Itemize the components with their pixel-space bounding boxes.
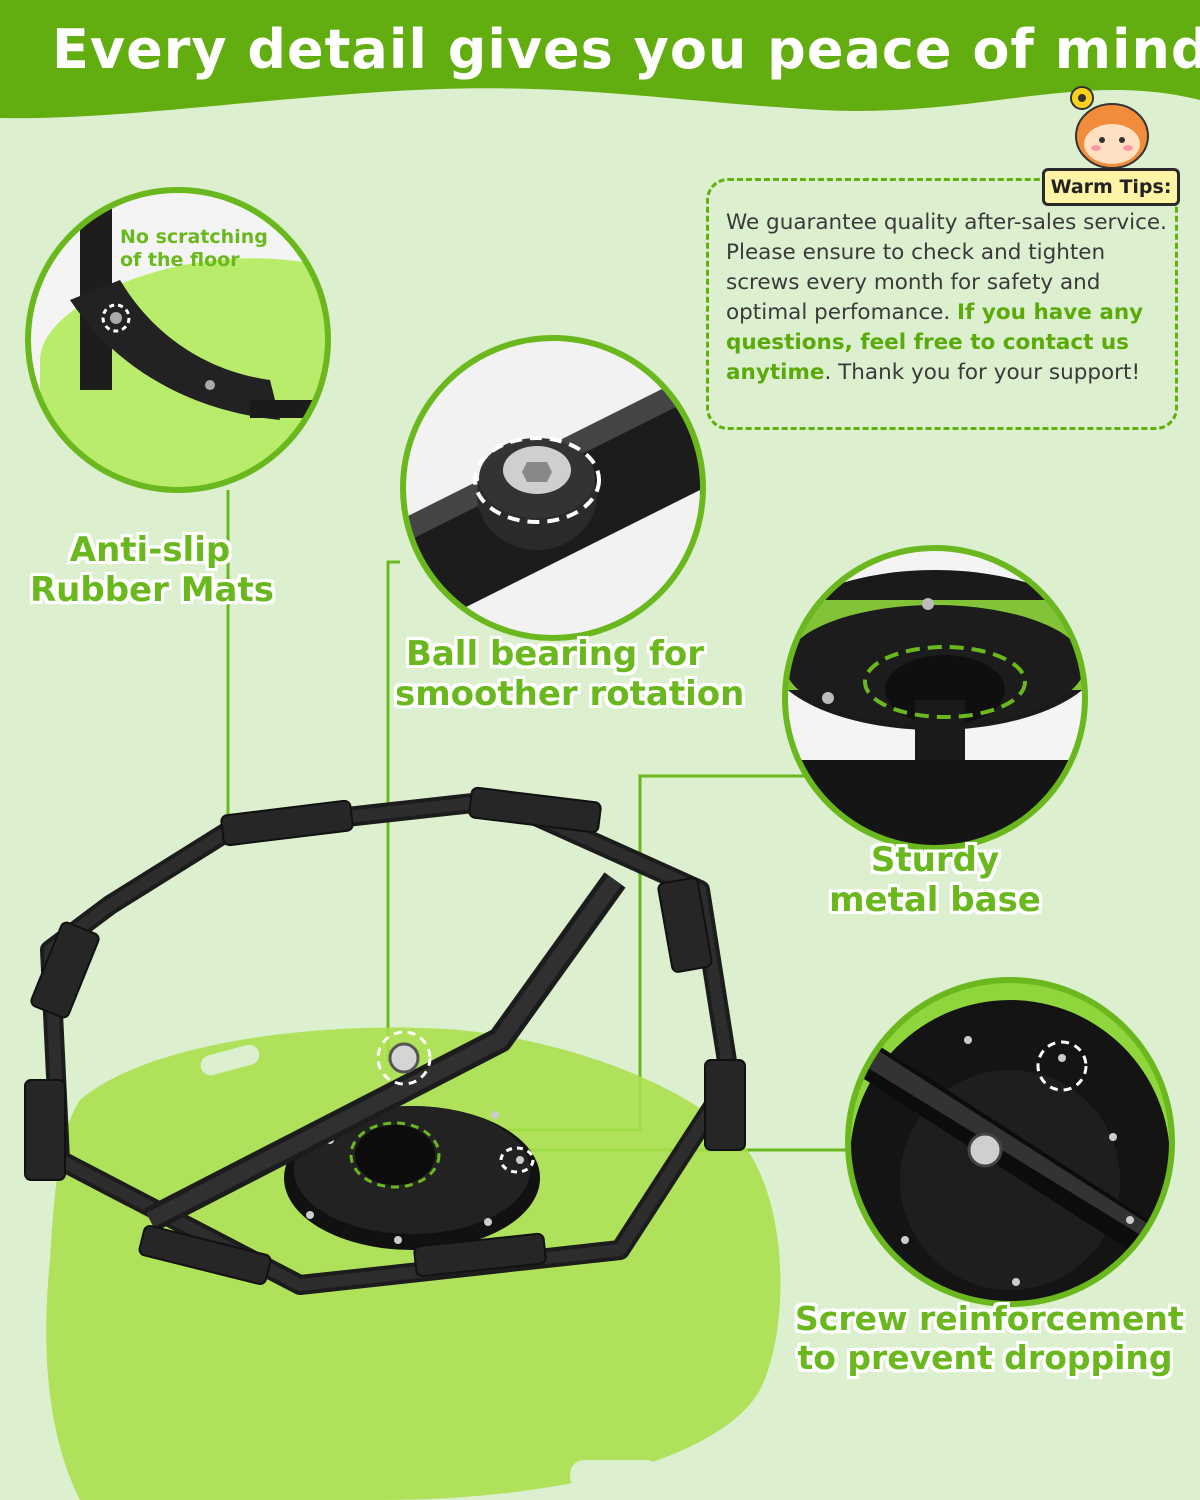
rubber-pads	[24, 786, 746, 1286]
tips-text-after: . Thank you for your support!	[824, 360, 1141, 385]
anti-slip-line2: Rubber Mats	[30, 570, 274, 611]
detail-circle-ball-bearing	[400, 335, 706, 641]
warm-tips-box	[706, 178, 1178, 430]
warm-tips-badge: Warm Tips:	[1042, 168, 1180, 206]
warm-tips-text: We guarantee quality after-sales service…	[726, 208, 1176, 388]
detail-circle-metal-base	[782, 545, 1088, 851]
floor-note: No scratching of the floor	[120, 226, 268, 271]
ball-bearing-line2: smoother rotation	[395, 674, 745, 715]
ball-bearing-line1: Ball bearing for	[405, 634, 705, 674]
metal-base-label: Sturdy metal base	[815, 840, 1055, 920]
screw-reinforcement-label: Screw reinforcement to prevent dropping	[795, 1299, 1184, 1378]
page-title: Every detail gives you peace of mind	[52, 18, 1200, 81]
metal-base-plate	[284, 1106, 540, 1250]
mascot-icon	[1070, 86, 1149, 169]
screw-line2: to prevent dropping	[797, 1337, 1173, 1377]
metal-base-line2: metal base	[829, 880, 1041, 921]
ball-bearing-label: Ball bearing for smoother rotation	[395, 634, 745, 715]
center-bearing	[376, 1030, 432, 1086]
detail-circle-screw	[845, 977, 1175, 1307]
metal-base-line1: Sturdy	[870, 840, 1000, 880]
screw-line1: Screw reinforcement	[795, 1299, 1184, 1338]
tips-text-before: We guarantee quality after-sales service…	[726, 210, 1167, 325]
detail-circle-rubber-mats	[25, 187, 331, 493]
connector-bearing	[386, 560, 400, 1062]
anti-slip-line1: Anti-slip	[69, 530, 231, 570]
anti-slip-label: Anti-slip Rubber Mats	[30, 530, 274, 611]
tips-highlight: If you have any questions, feel free to …	[726, 300, 1144, 385]
header-banner	[0, 0, 1200, 119]
